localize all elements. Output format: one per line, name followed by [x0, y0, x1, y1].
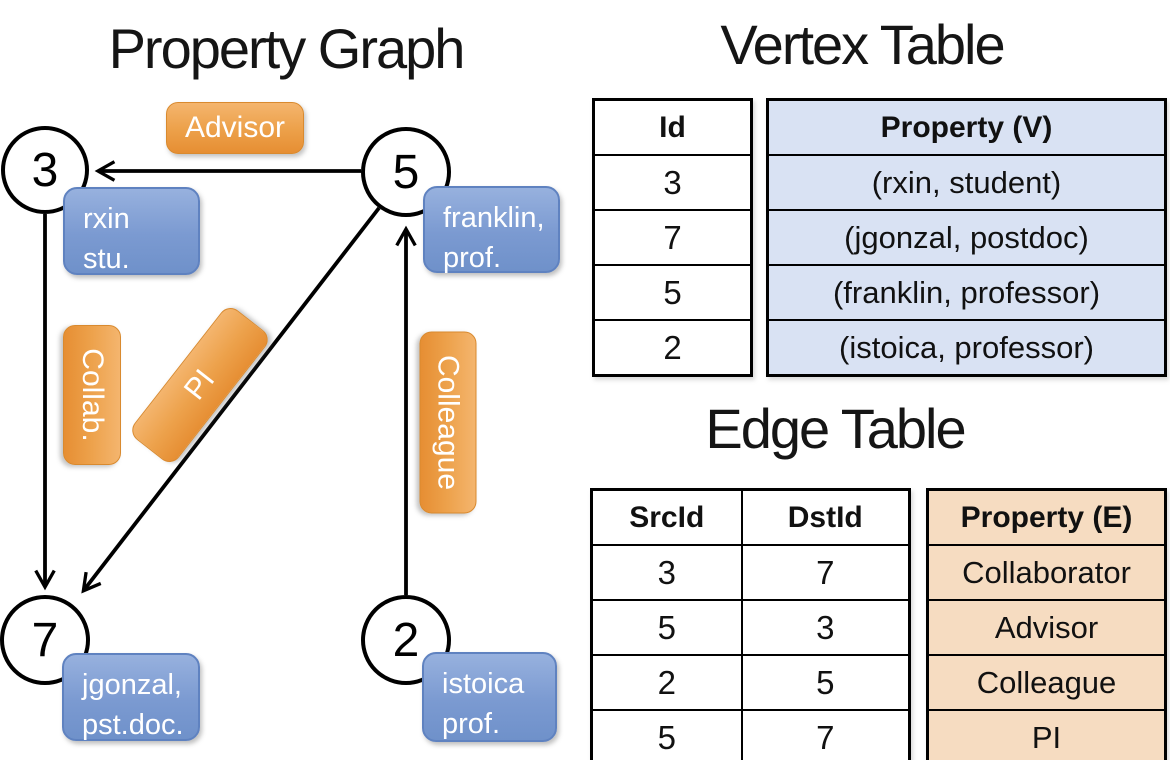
- vertex-property-line: stu.: [83, 243, 130, 276]
- vertex-property-box-franklin: franklin, prof.: [423, 186, 560, 274]
- edge-table-cell-dstid: 5: [740, 654, 911, 711]
- vertex-table-property-column: Property (V) (rxin, student) (jgonzal, p…: [766, 98, 1167, 377]
- vertex-table-cell-id: 7: [592, 209, 753, 266]
- edge-table-cell-srcid: 5: [590, 709, 743, 760]
- edge-table-header-srcid: SrcId: [590, 488, 743, 546]
- vertex-table-header-id: Id: [592, 98, 753, 156]
- vertex-property-box-istoica: istoica prof.: [422, 652, 557, 742]
- vertex-property-box-jgonzal: jgonzal, pst.doc.: [62, 653, 200, 741]
- vertex-table-header-property: Property (V): [766, 98, 1167, 156]
- vertex-node-2: 2: [361, 595, 451, 685]
- edge-label-colleague: Colleague: [419, 331, 477, 514]
- edge-table-header-dstid: DstId: [740, 488, 911, 546]
- vertex-table-cell-id: 2: [592, 319, 753, 377]
- vertex-table-cell-property: (rxin, student): [766, 154, 1167, 211]
- vertex-table-cell-id: 5: [592, 264, 753, 321]
- vertex-node-5: 5: [361, 127, 451, 217]
- vertex-property-line: jgonzal,: [82, 669, 182, 701]
- edge-table-cell-dstid: 7: [740, 709, 911, 760]
- vertex-property-line: istoica: [442, 668, 525, 700]
- edge-table-property-column: Property (E) Collaborator Advisor Collea…: [926, 488, 1167, 760]
- vertex-table-id-column: Id 3 7 5 2: [592, 98, 753, 377]
- edge-table-title: Edge Table: [705, 397, 966, 460]
- edge-table-id-columns: SrcId DstId 3 7 5 3 2 5 5 7: [590, 488, 911, 760]
- vertex-property-line: rxin: [83, 203, 130, 235]
- vertex-table-title: Vertex Table: [720, 13, 1005, 76]
- graph-edges-canvas: [34, 160, 417, 595]
- vertex-property-line: prof.: [442, 708, 501, 741]
- edge-table-cell-dstid: 7: [740, 544, 911, 601]
- vertex-table-cell-id: 3: [592, 154, 753, 211]
- edge-line-pi-5-7: [81, 206, 381, 594]
- vertex-table-cell-property: (istoica, professor): [766, 319, 1167, 377]
- vertex-property-line: prof.: [443, 242, 502, 275]
- vertex-property-line: franklin,: [443, 202, 545, 234]
- vertex-table-cell-property: (franklin, professor): [766, 264, 1167, 321]
- property-graph-title: Property Graph: [108, 17, 466, 80]
- edge-table-cell-property: PI: [926, 709, 1167, 760]
- edge-label-collab: Collab.: [63, 325, 121, 465]
- edge-table-cell-property: Colleague: [926, 654, 1167, 711]
- edge-table-cell-srcid: 3: [590, 544, 743, 601]
- edge-table-cell-srcid: 5: [590, 599, 743, 656]
- edge-table-header-property: Property (E): [926, 488, 1167, 546]
- vertex-property-box-rxin: rxin stu.: [63, 187, 200, 275]
- edge-table-cell-srcid: 2: [590, 654, 743, 711]
- edge-table-cell-property: Advisor: [926, 599, 1167, 656]
- edge-table-cell-property: Collaborator: [926, 544, 1167, 601]
- vertex-property-line: pst.doc.: [82, 709, 184, 742]
- edge-label-advisor: Advisor: [166, 102, 304, 154]
- edge-table-cell-dstid: 3: [740, 599, 911, 656]
- vertex-table-cell-property: (jgonzal, postdoc): [766, 209, 1167, 266]
